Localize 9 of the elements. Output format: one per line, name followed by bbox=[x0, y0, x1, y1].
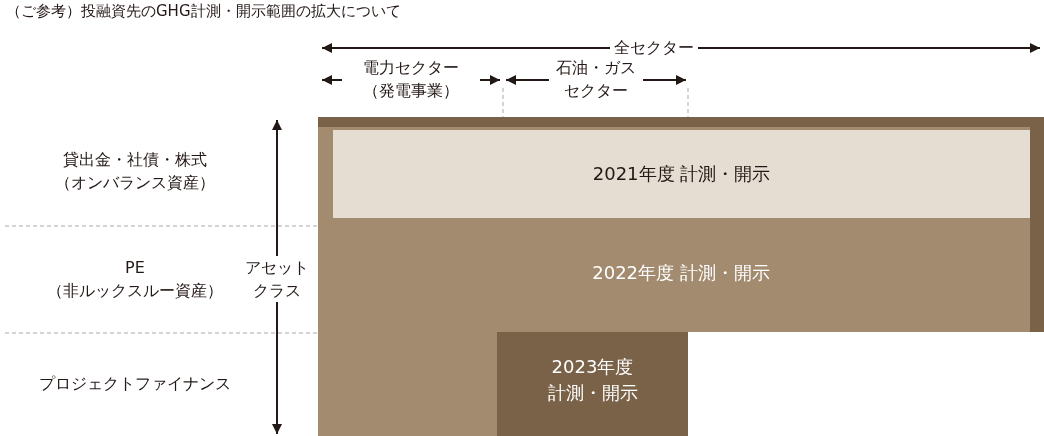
page-title: （ご参考）投融資先のGHG計測・開示範囲の拡大について bbox=[6, 2, 401, 21]
box-label: 2021年度 計測・開示 bbox=[591, 162, 772, 186]
scope-box bbox=[497, 332, 688, 436]
sector-label: 石油・ガスセクター bbox=[549, 56, 643, 102]
scope-box bbox=[333, 130, 1030, 218]
box-label: 2023年度計測・開示 bbox=[546, 355, 639, 405]
scope-region bbox=[318, 117, 1044, 436]
sector-label: 電力セクター（発電事業） bbox=[342, 56, 480, 102]
region-label: 2022年度 計測・開示 bbox=[591, 261, 771, 285]
